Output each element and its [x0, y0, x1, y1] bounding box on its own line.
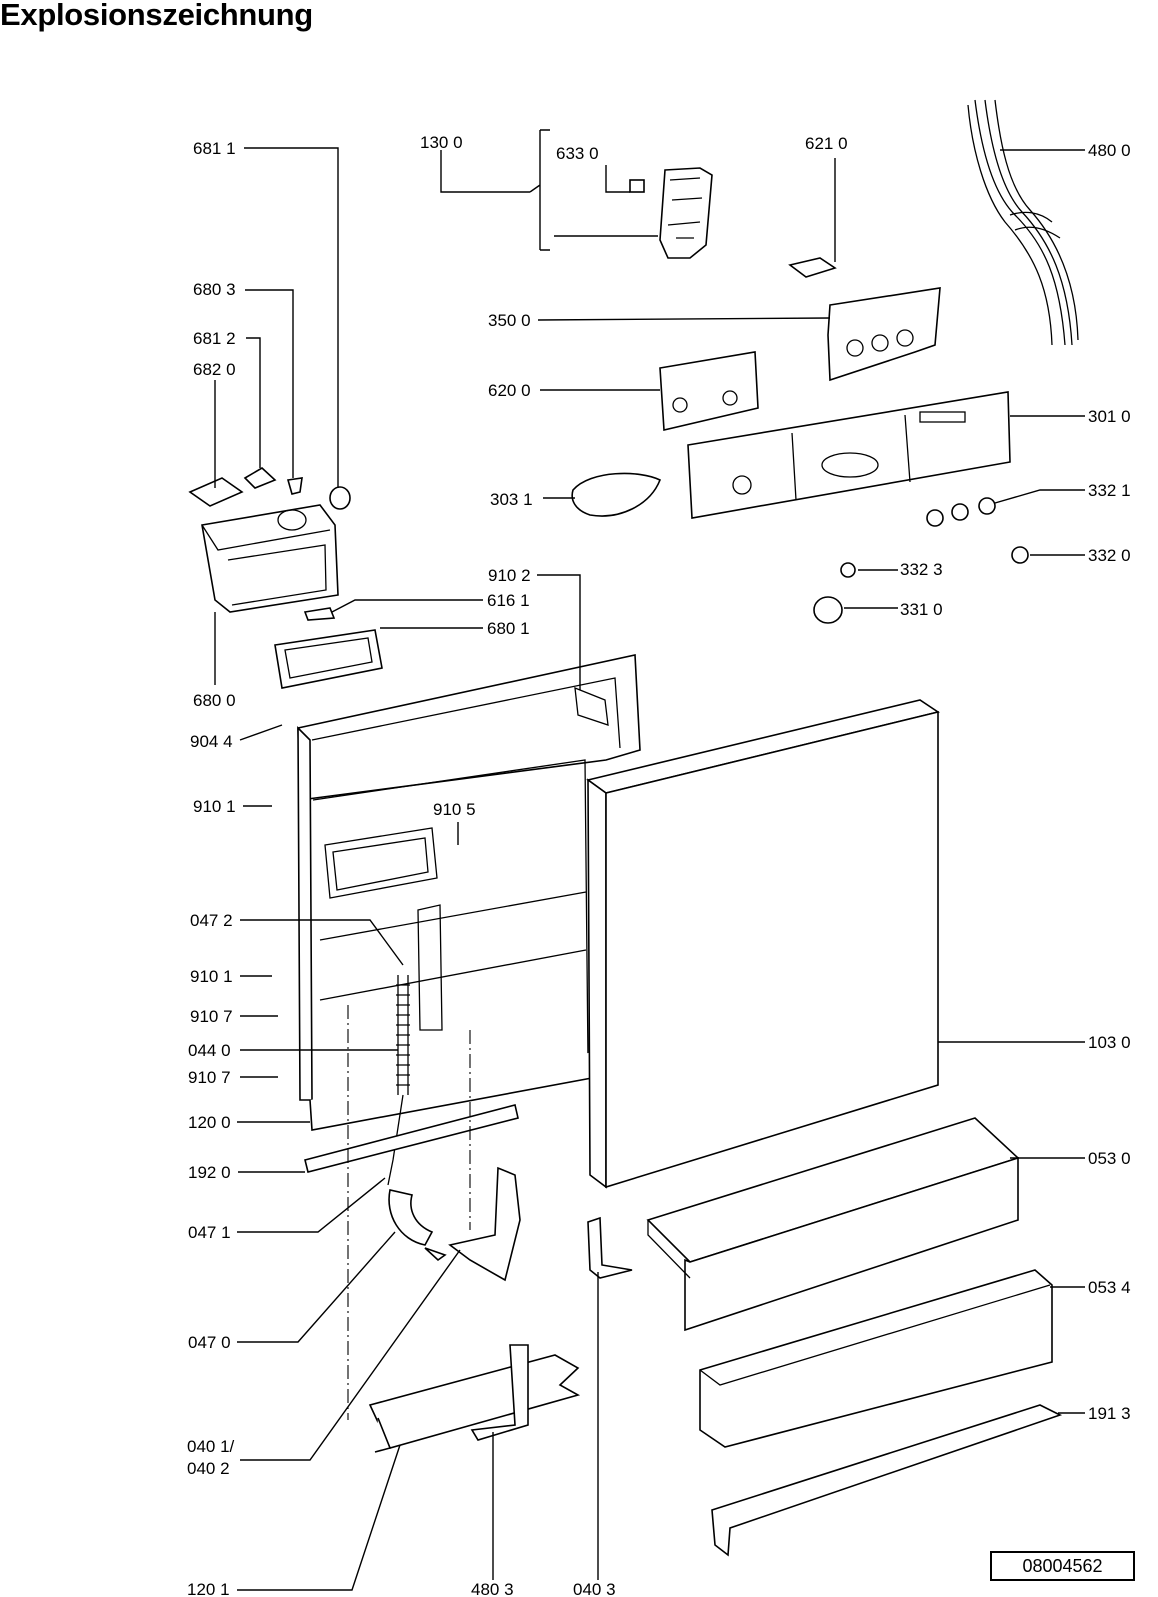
part-label: 904 4 — [190, 732, 233, 751]
bracket-part — [587, 1216, 633, 1279]
part-label: 680 3 — [193, 280, 236, 299]
part-label: 910 1 — [190, 967, 233, 986]
part-label: 350 0 — [488, 311, 531, 330]
part-label: 301 0 — [1088, 407, 1131, 426]
part-label: 120 1 — [187, 1580, 230, 1597]
foot-rail-part — [368, 1354, 581, 1453]
part-label: 047 2 — [190, 911, 233, 930]
part-label: 047 0 — [188, 1333, 231, 1352]
part-label: 303 1 — [490, 490, 533, 509]
part-label: 910 1 — [193, 797, 236, 816]
door-lock-part — [629, 167, 713, 259]
outer-door-panel-part — [586, 699, 940, 1189]
part-label: 332 0 — [1088, 546, 1131, 565]
part-label: 910 7 — [188, 1068, 231, 1087]
hinge-parts — [388, 1166, 521, 1282]
part-label: 053 4 — [1088, 1278, 1131, 1297]
part-label: 910 2 — [488, 566, 531, 585]
part-label: 680 1 — [487, 619, 530, 638]
part-label: 040 2 — [187, 1459, 230, 1478]
toe-kick-part — [646, 1117, 1020, 1332]
part-label: 191 3 — [1088, 1404, 1131, 1423]
part-label: 910 7 — [190, 1007, 233, 1026]
knob-parts — [813, 497, 1029, 624]
part-label: 332 1 — [1088, 481, 1131, 500]
small-board-part — [788, 257, 837, 278]
drawing-reference-number: 08004562 — [990, 1551, 1135, 1581]
lower-cover-part — [699, 1269, 1053, 1448]
part-label: 103 0 — [1088, 1033, 1131, 1052]
part-labels: 681 1 130 0 633 0 621 0 480 0 680 3 681 … — [187, 133, 1131, 1597]
part-label: 681 2 — [193, 329, 236, 348]
control-board-part — [827, 287, 941, 382]
rail-part — [711, 1404, 1063, 1557]
part-label: 047 1 — [188, 1223, 231, 1242]
part-label: 910 5 — [433, 800, 476, 819]
part-label: 130 0 — [420, 133, 463, 152]
part-label: 621 0 — [805, 134, 848, 153]
parts-drawing — [188, 99, 1079, 1557]
page-title: Explosionszeichnung — [0, 0, 313, 32]
corner-bracket-part — [470, 1344, 529, 1441]
cable-harness-part — [967, 99, 1079, 346]
part-label: 332 3 — [900, 560, 943, 579]
part-label: 480 3 — [471, 1580, 514, 1597]
part-label: 040 1/ — [187, 1437, 235, 1456]
gasket-part — [274, 629, 383, 689]
round-cap-part — [329, 486, 351, 510]
part-label: 120 0 — [188, 1113, 231, 1132]
part-label: 633 0 — [556, 144, 599, 163]
spring-part — [387, 975, 410, 1186]
strip-part — [304, 1104, 519, 1173]
part-label: 053 0 — [1088, 1149, 1131, 1168]
display-board-part — [659, 351, 759, 431]
part-label: 682 0 — [193, 360, 236, 379]
dispenser-part — [201, 504, 339, 613]
part-label: 681 1 — [193, 139, 236, 158]
part-label: 680 0 — [193, 691, 236, 710]
control-panel-part — [687, 391, 1011, 519]
leader-lines — [214, 129, 1085, 1591]
clip-part — [303, 607, 336, 621]
part-label: 616 1 — [487, 591, 530, 610]
center-lines — [347, 1005, 471, 1420]
part-label: 620 0 — [488, 381, 531, 400]
part-label: 480 0 — [1088, 141, 1131, 160]
dispenser-small-parts — [188, 467, 303, 507]
part-label: 040 3 — [573, 1580, 616, 1597]
part-label: 192 0 — [188, 1163, 231, 1182]
inner-door-panel-part — [297, 654, 641, 1131]
part-label: 044 0 — [188, 1041, 231, 1060]
part-label: 331 0 — [900, 600, 943, 619]
handle-part — [571, 472, 662, 517]
